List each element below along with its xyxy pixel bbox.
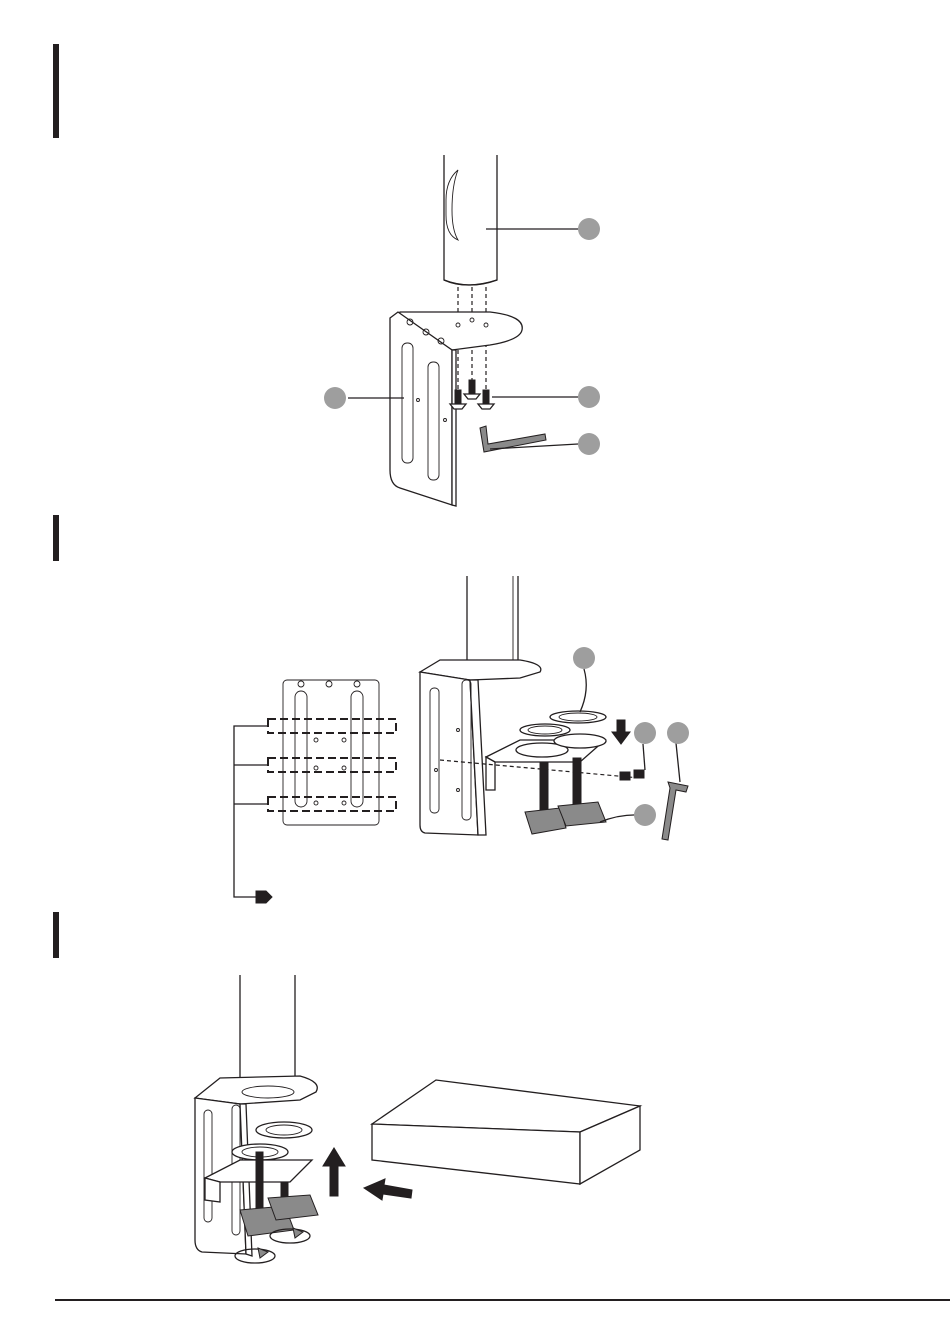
step-2-illustration [234,576,689,903]
left-arrow-icon [364,1179,412,1200]
screw-small-1 [620,772,630,780]
height-position-plate [234,680,396,903]
allen-key-illustration-2 [662,782,688,840]
callout-allen-key [578,433,600,455]
down-arrow-icon [612,720,630,744]
desk-illustration [372,1080,640,1184]
callout-pole [578,218,600,240]
callout-allen-key-2 [667,722,689,744]
callout-knobs [634,804,656,826]
screw-small-2 [634,770,644,778]
callout-bracket [324,387,346,409]
pole-illustration [444,155,497,285]
step-1-illustration [324,155,600,506]
pole-illustration-2 [467,576,518,668]
callout-washers [573,647,595,669]
callout-screws [578,386,600,408]
pole-illustration-3 [240,975,295,1092]
step-3-illustration [195,975,640,1263]
callout-small-screws [634,722,656,744]
up-arrow-icon [323,1148,345,1196]
